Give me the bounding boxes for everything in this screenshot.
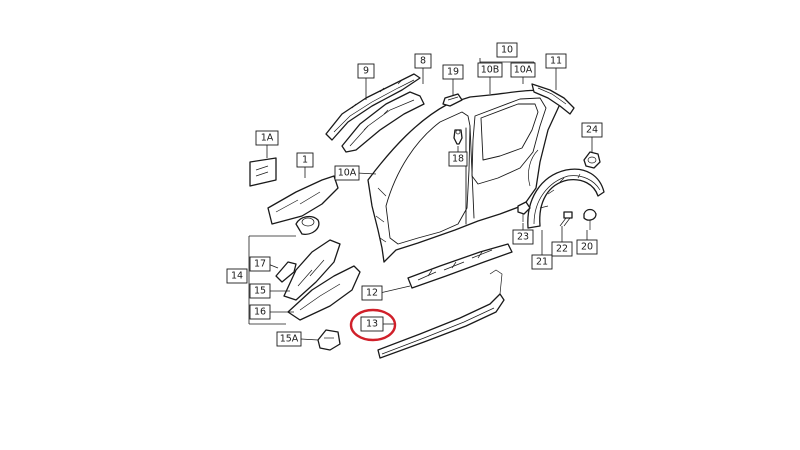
svg-text:15: 15	[254, 286, 266, 297]
callout-20: 20	[576, 239, 598, 255]
svg-text:10B: 10B	[481, 65, 500, 76]
svg-text:22: 22	[556, 244, 568, 255]
callout-16: 16	[249, 304, 271, 320]
svg-text:12: 12	[366, 288, 378, 299]
leader-lines	[248, 58, 593, 341]
bracket-part-17	[275, 261, 297, 283]
callout-15a: 15A	[276, 331, 302, 347]
sill-panel-part-12	[407, 243, 513, 289]
svg-text:9: 9	[363, 66, 369, 77]
svg-text:14: 14	[231, 271, 243, 282]
callout-23: 23	[512, 229, 534, 245]
bracket-part-19	[442, 93, 463, 107]
callout-17: 17	[249, 256, 271, 272]
sill-part-13	[377, 269, 505, 359]
svg-text:8: 8	[420, 56, 426, 67]
screw-part-22	[559, 211, 573, 227]
callout-21: 21	[531, 254, 553, 270]
callout-10a-left: 10A	[334, 165, 360, 181]
callout-10b: 10B	[477, 62, 503, 78]
svg-text:23: 23	[517, 232, 529, 243]
grommet-part-24	[583, 151, 601, 169]
svg-text:10: 10	[501, 45, 513, 56]
panel-part-16	[287, 265, 361, 321]
callout-8: 8	[414, 53, 432, 69]
callout-15: 15	[249, 283, 271, 299]
svg-text:17: 17	[254, 259, 266, 270]
svg-text:18: 18	[452, 154, 464, 165]
callout-19: 19	[442, 64, 464, 80]
panel-part-15	[283, 239, 341, 301]
svg-text:10A: 10A	[514, 65, 533, 76]
callout-1a: 1A	[255, 130, 279, 146]
svg-text:21: 21	[536, 257, 548, 268]
callout-11: 11	[545, 53, 567, 69]
side-panel-part	[367, 89, 561, 263]
callout-9: 9	[357, 63, 375, 79]
svg-text:13: 13	[366, 319, 378, 330]
callout-13: 13	[360, 316, 384, 332]
callout-12: 12	[361, 285, 383, 301]
roof-rail-part-8	[341, 91, 425, 153]
callout-10: 10	[496, 42, 518, 58]
bracket-part-15a	[317, 329, 341, 351]
callout-18: 18	[448, 151, 468, 167]
patch-part-1a	[249, 157, 277, 187]
svg-text:10A: 10A	[338, 168, 357, 179]
svg-text:19: 19	[447, 67, 459, 78]
roof-rail-part-9	[325, 73, 421, 141]
svg-text:20: 20	[581, 242, 593, 253]
callout-14: 14	[226, 268, 248, 284]
rear-rail-part-11	[531, 83, 575, 115]
panel-part-1	[267, 175, 339, 235]
svg-text:15A: 15A	[280, 334, 299, 345]
callout-22: 22	[551, 241, 573, 257]
callout-24: 24	[581, 122, 603, 138]
svg-text:16: 16	[254, 307, 266, 318]
fastener-part-23	[517, 201, 531, 222]
clip-part-18	[453, 129, 463, 145]
callout-1: 1	[296, 152, 314, 168]
svg-text:11: 11	[550, 56, 562, 67]
callout-10a-right: 10A	[510, 62, 536, 78]
wheel-arch-liner-part-21	[527, 168, 605, 229]
svg-text:1: 1	[302, 155, 308, 166]
svg-text:24: 24	[586, 125, 598, 136]
highlight-circle	[349, 308, 397, 342]
clip-part-20	[583, 208, 597, 230]
svg-text:1A: 1A	[261, 133, 274, 144]
